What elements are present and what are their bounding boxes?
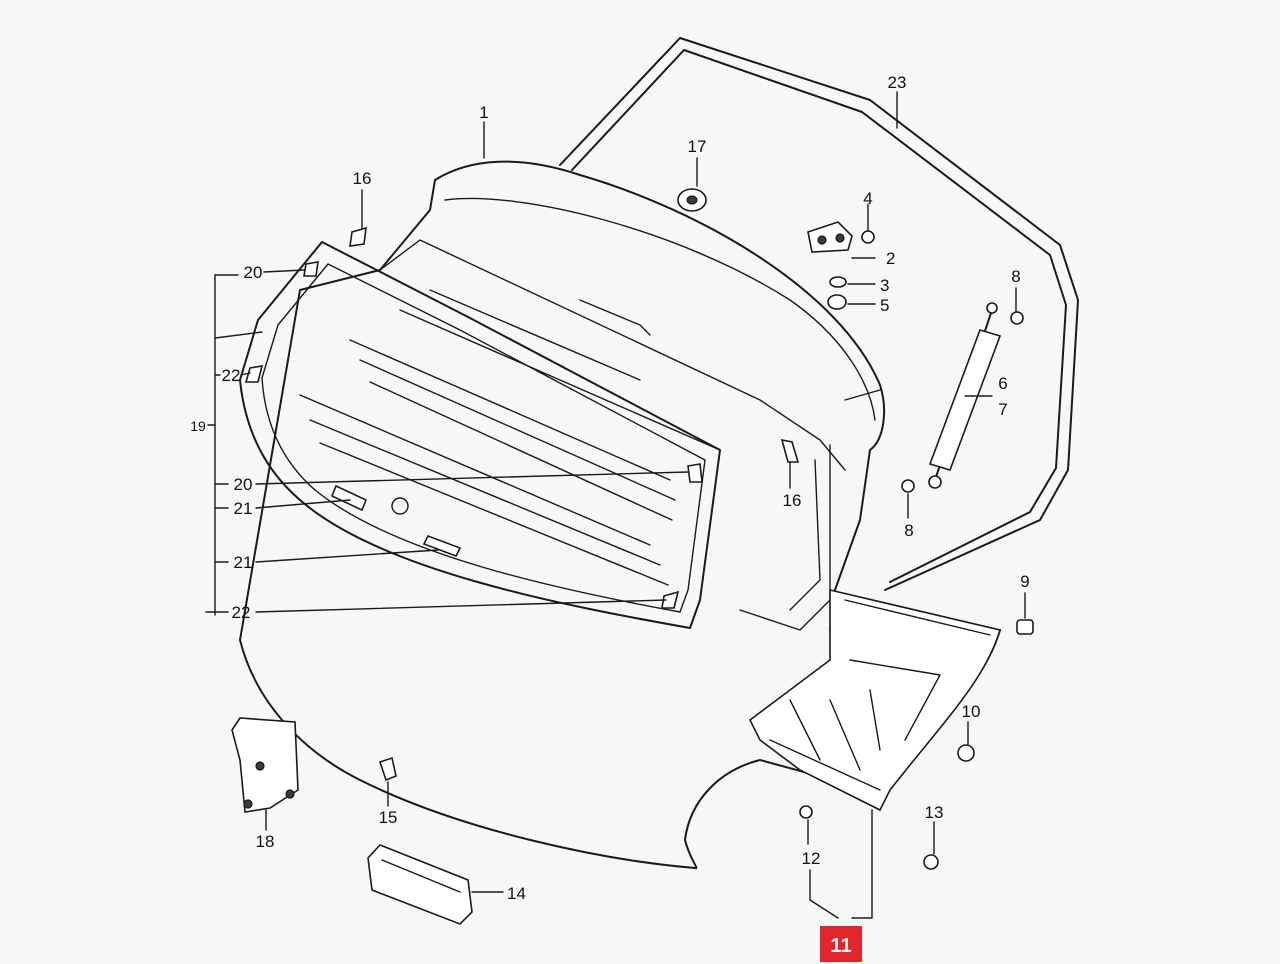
- callout-1: 1: [479, 103, 488, 122]
- callout-2: 2: [886, 249, 895, 268]
- callout-21-a: 21: [234, 499, 253, 518]
- handle-14: [367, 844, 473, 925]
- bolt-4: [861, 230, 875, 244]
- wiper-hole: [391, 497, 409, 515]
- callout-3: 3: [880, 276, 889, 295]
- rear-window-glass: [239, 241, 721, 629]
- washer-3: [829, 276, 847, 288]
- callout-10: 10: [962, 702, 981, 721]
- callout-20-low: 20: [234, 475, 253, 494]
- bumper-9: [1016, 619, 1034, 635]
- nut-5: [827, 294, 847, 310]
- clip-15: [378, 756, 397, 782]
- spacer-21-b: [422, 534, 462, 558]
- callout-13: 13: [925, 803, 944, 822]
- callout-15: 15: [379, 808, 398, 827]
- callout-16-top: 16: [353, 169, 372, 188]
- callout-19: 19: [190, 418, 206, 434]
- callout-21-b: 21: [234, 553, 253, 572]
- callout-20-top: 20: [244, 263, 263, 282]
- callout-5: 5: [880, 296, 889, 315]
- callout-labels: 1 2 3 4 5 6 7 8 8 9 10 12 13 14 15 16 16…: [190, 73, 1030, 903]
- callout-22-b: 22: [232, 603, 251, 622]
- callout-11: 11: [830, 935, 851, 957]
- callout-4: 4: [863, 189, 872, 208]
- callout-22-a: 22: [222, 366, 241, 385]
- seal-grommet-17: [677, 188, 707, 212]
- callout-23: 23: [888, 73, 907, 92]
- lock-bracket-18: [231, 717, 299, 813]
- spacer-22-a: [244, 365, 264, 383]
- spacer-16-side: [780, 438, 800, 463]
- spacer-20-top: [303, 261, 319, 277]
- callout-6: 6: [998, 374, 1007, 393]
- callout-11-highlight: 11: [820, 926, 862, 962]
- spacer-20-low: [687, 463, 703, 483]
- callout-14: 14: [507, 884, 526, 903]
- callout-16-side: 16: [783, 491, 802, 510]
- callout-18: 18: [256, 832, 275, 851]
- callout-12: 12: [802, 849, 821, 868]
- leader-lines: [205, 91, 1026, 919]
- ball-stud-8-top: [1010, 311, 1024, 325]
- clip-12: [799, 805, 813, 819]
- callout-17: 17: [688, 137, 707, 156]
- stopper-10: [957, 744, 975, 762]
- clip-13: [923, 854, 939, 870]
- ball-stud-8-bottom: [901, 479, 915, 493]
- callout-8-top: 8: [1011, 267, 1020, 286]
- trim-panel: [748, 588, 1002, 812]
- callout-7: 7: [998, 400, 1007, 419]
- callout-9: 9: [1020, 572, 1029, 591]
- spacer-22-b: [661, 590, 680, 609]
- callout-8-bottom: 8: [904, 521, 913, 540]
- gas-strut-6-7: [928, 302, 1002, 489]
- weatherstrip-seal: [559, 37, 1079, 591]
- spacer-16-top: [349, 226, 367, 247]
- spacer-21-a: [330, 484, 368, 512]
- hinge-2: [807, 221, 853, 253]
